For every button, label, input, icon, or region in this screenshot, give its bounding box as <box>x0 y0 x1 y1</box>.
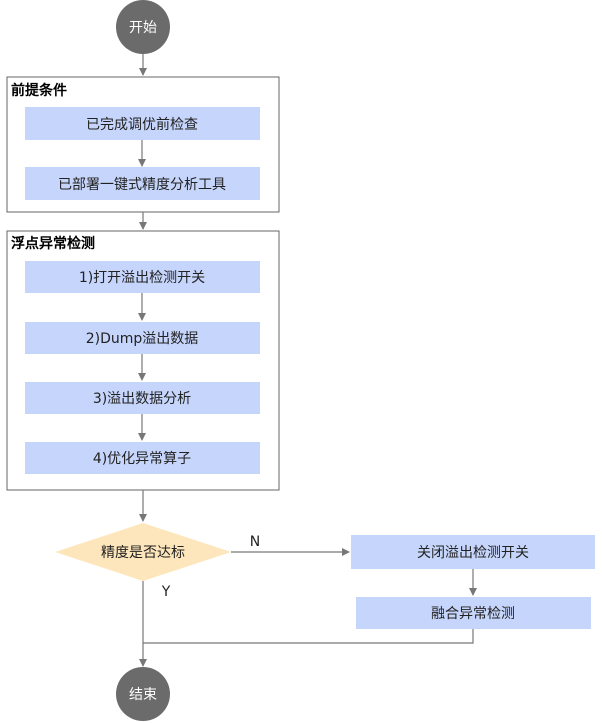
decision-diamond <box>55 523 231 581</box>
close-switch-label: 关闭溢出检测开关 <box>417 545 529 561</box>
prereq-step1-label: 已完成调优前检查 <box>86 116 198 133</box>
detect-step2-label: 2)Dump溢出数据 <box>86 331 199 347</box>
prereq-step2-box <box>25 167 260 200</box>
detect-step4-label: 4)优化异常算子 <box>93 451 191 467</box>
decision-label: 精度是否达标 <box>101 545 185 561</box>
start-node <box>116 0 170 54</box>
prereq-step1-box <box>25 107 260 140</box>
detect-title: 浮点异常检测 <box>11 235 95 252</box>
merge-detect-box <box>356 597 591 629</box>
start-label: 开始 <box>129 20 157 36</box>
edge-merge-return <box>143 629 474 644</box>
detect-step4-box <box>25 442 260 474</box>
detect-step1-label: 1)打开溢出检测开关 <box>79 269 205 286</box>
end-label: 结束 <box>129 687 157 703</box>
no-label: N <box>250 534 260 550</box>
detect-step2-box <box>25 322 260 354</box>
prereq-title: 前提条件 <box>11 82 67 99</box>
detect-step3-label: 3)溢出数据分析 <box>93 391 191 407</box>
close-switch-box <box>351 535 595 569</box>
detect-step1-box <box>25 261 260 293</box>
end-node <box>116 667 170 721</box>
merge-detect-label: 融合异常检测 <box>431 606 515 622</box>
yes-label: Y <box>161 584 171 600</box>
detect-step3-box <box>25 382 260 414</box>
prereq-step2-label: 已部署一键式精度分析工具 <box>58 177 226 193</box>
